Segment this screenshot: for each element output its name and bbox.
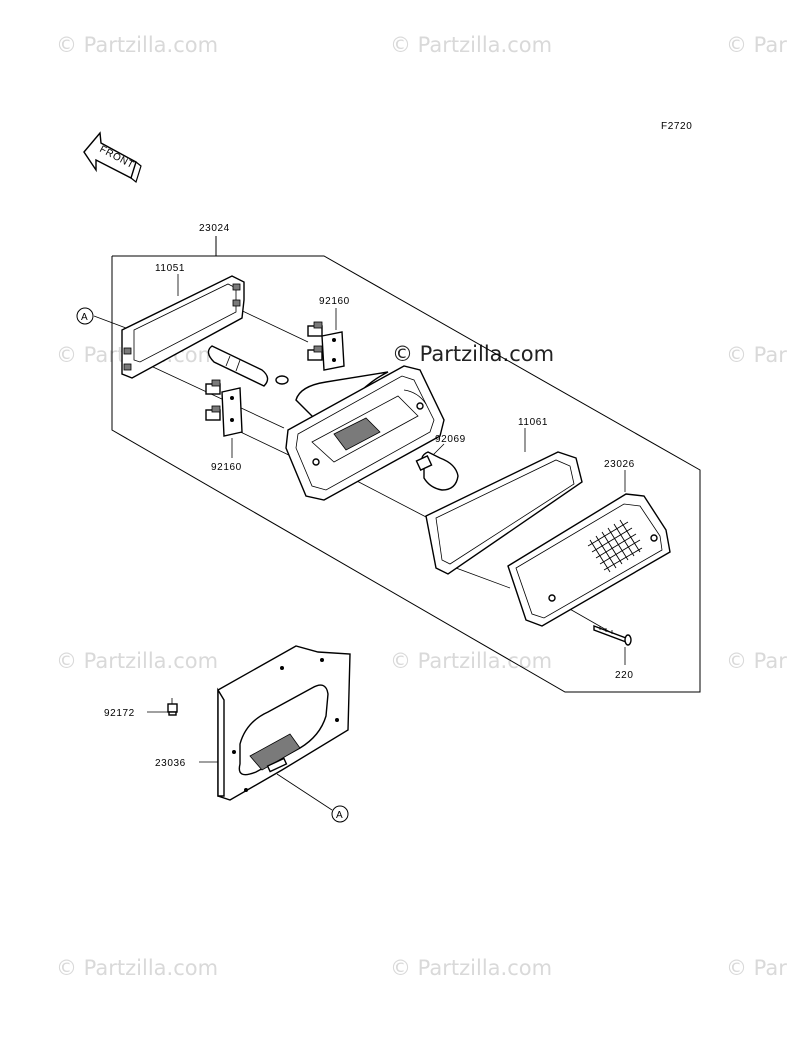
screw-220: [593, 624, 632, 646]
assembly-outline: [111, 236, 701, 693]
part-label-11061: 11061: [518, 417, 548, 428]
bulb-92069: [415, 451, 459, 491]
lens-23026: [507, 493, 671, 627]
gasket-11051: [121, 275, 245, 379]
part-label-92160-top: 92160: [319, 296, 350, 307]
watermark-dark: © Partzilla.com: [392, 342, 554, 366]
watermark: © Partzilla.com: [390, 649, 552, 673]
figure-code: F2720: [661, 121, 692, 132]
part-label-11051: 11051: [155, 263, 185, 274]
lamp-housing: [285, 365, 445, 501]
bracket-23036: [217, 645, 351, 801]
ref-marker-a-top: A: [76, 307, 94, 325]
watermark: © Par: [726, 649, 787, 673]
watermark: © Partzilla.com: [390, 33, 552, 57]
ref-marker-label: A: [336, 810, 343, 821]
part-label-92069: 92069: [435, 434, 466, 445]
watermark: © Partzilla.com: [56, 956, 218, 980]
ref-marker-a-bottom: A: [331, 805, 349, 823]
part-label-23026: 23026: [604, 459, 635, 470]
watermark: © Partzilla.com: [56, 33, 218, 57]
part-label-92172: 92172: [104, 708, 135, 719]
gasket-11061: [425, 451, 583, 575]
front-arrow-icon: FRONT: [83, 131, 142, 184]
watermark: © Partzilla.com: [56, 649, 218, 673]
socket-92160-bottom: [205, 379, 243, 437]
watermark: © Par: [726, 956, 787, 980]
part-label-23024: 23024: [199, 223, 230, 234]
lens-grid: [587, 519, 643, 573]
part-label-92160-bottom: 92160: [211, 462, 242, 473]
socket-92160-top: [307, 321, 345, 371]
part-labels: 23024 11051 92160 92160 92069 11061 2302…: [104, 223, 635, 769]
watermark: © Par: [726, 33, 787, 57]
part-label-23036: 23036: [155, 758, 186, 769]
part-label-220: 220: [615, 670, 634, 681]
watermarks: © Partzilla.com © Partzilla.com © Par © …: [56, 33, 787, 980]
ref-marker-label: A: [81, 312, 88, 323]
watermark: © Par: [726, 343, 787, 367]
bulb-long: [207, 345, 289, 387]
screw-92172: [167, 698, 178, 716]
watermark: © Partzilla.com: [390, 956, 552, 980]
